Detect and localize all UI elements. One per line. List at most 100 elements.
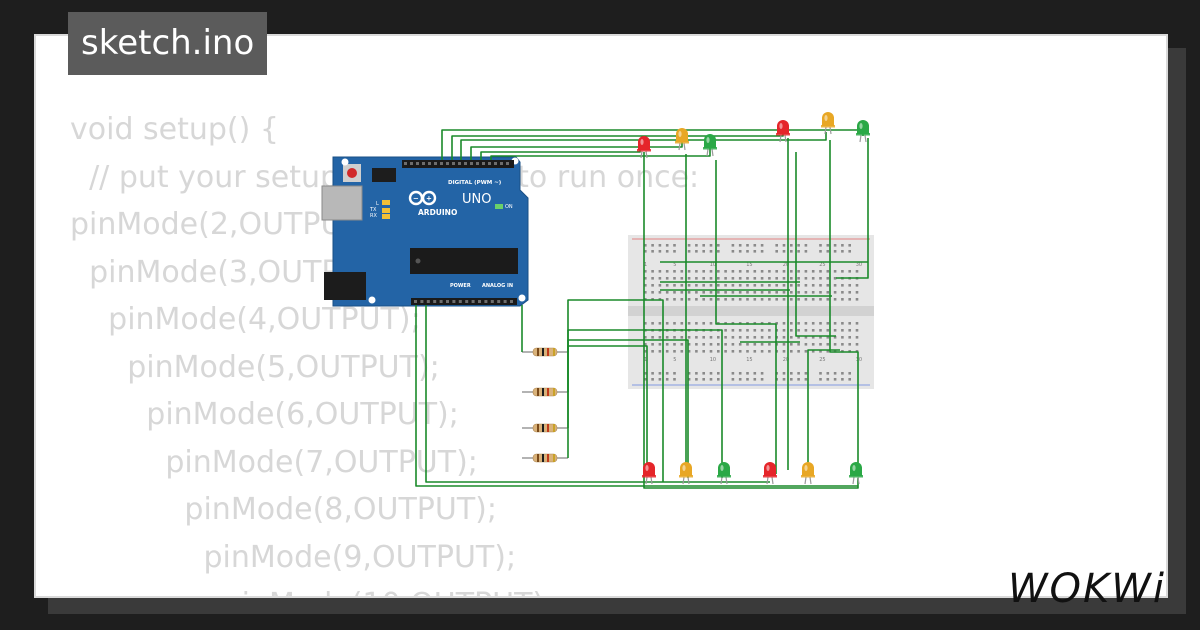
resistor[interactable]	[522, 423, 568, 433]
breadboard-hole	[826, 343, 830, 346]
breadboard-hole	[753, 336, 757, 339]
breadboard-hole	[687, 244, 691, 247]
breadboard-hole	[841, 270, 844, 273]
breadboard-hole	[673, 372, 676, 375]
breadboard-hole	[841, 322, 844, 325]
atmega-chip	[410, 248, 518, 274]
breadboard-hole	[790, 270, 793, 273]
breadboard-hole	[644, 322, 647, 325]
breadboard-hole	[644, 244, 647, 247]
yellow-led[interactable]	[675, 128, 689, 151]
yellow-led[interactable]	[801, 462, 815, 485]
breadboard-hole	[768, 284, 771, 287]
wire	[715, 160, 777, 474]
yellow-led[interactable]	[821, 112, 835, 135]
breadboard-hole	[790, 329, 793, 332]
breadboard-hole	[687, 277, 691, 280]
pin-hole	[484, 300, 488, 303]
red-led[interactable]	[642, 462, 656, 485]
breadboard-hole	[833, 284, 837, 287]
breadboard-hole	[760, 336, 764, 339]
breadboard-hole	[717, 244, 720, 247]
breadboard-hole	[811, 270, 815, 273]
breadboard-hole	[665, 277, 669, 280]
breadboard-hole	[738, 277, 742, 280]
breadboard-hole	[731, 343, 735, 346]
breadboard-hole	[665, 378, 669, 381]
pin-hole	[458, 300, 462, 303]
pin-hole	[458, 162, 461, 165]
breadboard-hole	[731, 336, 735, 339]
code-line: pinMode(10,OUTPUT);	[70, 581, 699, 596]
leds-top-row[interactable]	[637, 112, 870, 159]
breadboard-hole	[797, 336, 800, 339]
resistor[interactable]	[522, 453, 568, 463]
breadboard-hole	[709, 298, 713, 301]
breadboard-hole	[790, 343, 793, 346]
breadboard-hole	[651, 250, 654, 253]
breadboard-hole	[811, 284, 815, 287]
reset-button[interactable]	[347, 168, 357, 178]
breadboard-hole	[826, 244, 830, 247]
red-led[interactable]	[763, 462, 777, 485]
breadboard-hole	[811, 298, 815, 301]
column-label: 5	[673, 262, 676, 268]
green-led[interactable]	[856, 120, 870, 143]
breadboard-hole	[658, 336, 662, 339]
breadboard-hole	[826, 284, 830, 287]
breadboard-hole	[782, 343, 786, 346]
breadboard-hole	[651, 270, 654, 273]
breadboard-hole	[841, 298, 844, 301]
breadboard-hole	[687, 336, 691, 339]
file-title: sketch.ino	[68, 12, 268, 75]
breadboard-hole	[695, 270, 698, 273]
breadboard-hole	[673, 343, 676, 346]
power-analog-header[interactable]	[411, 298, 517, 305]
resistor[interactable]	[522, 387, 568, 397]
breadboard-hole	[738, 298, 742, 301]
breadboard-hole	[731, 284, 735, 287]
breadboard-hole	[717, 291, 720, 294]
breadboard-hole	[702, 343, 705, 346]
red-led[interactable]	[776, 120, 790, 143]
breadboard-hole	[680, 322, 684, 325]
breadboard-hole	[833, 322, 837, 325]
breadboard-hole	[760, 244, 764, 247]
breadboard-hole	[848, 372, 851, 375]
breadboard-hole	[848, 291, 851, 294]
green-led[interactable]	[849, 462, 863, 485]
leds-bottom-row[interactable]	[642, 462, 863, 485]
breadboard-hole	[848, 343, 851, 346]
breadboard-hole	[731, 291, 735, 294]
breadboard-hole	[841, 329, 844, 332]
breadboard-hole	[855, 284, 859, 287]
breadboard-hole	[724, 277, 727, 280]
breadboard-hole	[804, 372, 808, 375]
breadboard-hole	[760, 291, 764, 294]
breadboard-hole	[702, 378, 705, 381]
breadboard-hole	[658, 250, 662, 253]
breadboard-hole	[768, 277, 771, 280]
breadboard-hole	[644, 372, 647, 375]
arduino-uno-board[interactable]: L TX RX ON DIGITAL (PWM ~) − + UNO ARDUI…	[321, 156, 529, 307]
pin-hole	[494, 162, 497, 165]
board-model: UNO	[462, 192, 491, 207]
breadboard-hole	[782, 284, 786, 287]
breadboard-hole	[855, 329, 859, 332]
breadboard-hole	[738, 284, 742, 287]
breadboard-hole	[833, 244, 837, 247]
breadboard-hole	[746, 372, 749, 375]
resistor[interactable]	[522, 347, 568, 357]
breadboard-hole	[731, 277, 735, 280]
breadboard-hole	[680, 350, 684, 353]
resistors[interactable]	[522, 347, 568, 463]
red-led[interactable]	[637, 136, 651, 159]
green-led[interactable]	[703, 134, 717, 157]
green-led[interactable]	[717, 462, 731, 485]
breadboard-hole	[644, 277, 647, 280]
breadboard-hole	[848, 329, 851, 332]
yellow-led[interactable]	[679, 462, 693, 485]
breadboard-hole	[826, 291, 830, 294]
